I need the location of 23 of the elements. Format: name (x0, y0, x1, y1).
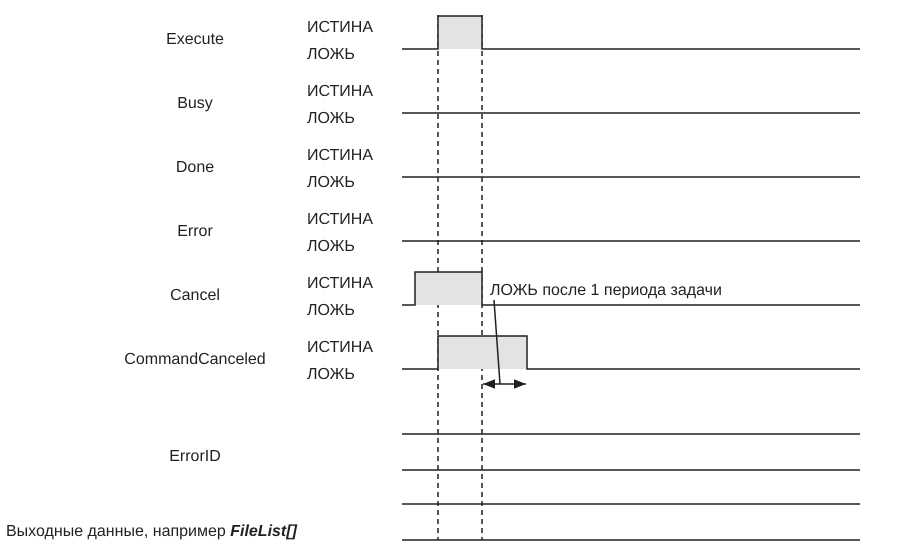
signal-name: Done (176, 159, 214, 177)
signal-name: Cancel (170, 287, 220, 305)
true-level-label: ИСТИНА (307, 147, 374, 165)
signal-name: Error (177, 223, 213, 241)
true-level-label: ИСТИНА (307, 275, 374, 293)
true-level-label: ИСТИНА (307, 211, 374, 229)
signal-name: Выходные данные, например FileList[] (6, 523, 297, 541)
false-level-label: ЛОЖЬ (307, 46, 355, 64)
callout-text: ЛОЖЬ после 1 периода задачи (490, 282, 722, 300)
false-level-label: ЛОЖЬ (307, 366, 355, 384)
false-level-label: ЛОЖЬ (307, 238, 355, 256)
false-level-label: ЛОЖЬ (307, 110, 355, 128)
leader-line (493, 300, 501, 384)
signal-name: CommandCanceled (124, 351, 266, 369)
double-arrow (483, 379, 526, 389)
false-level-label: ЛОЖЬ (307, 174, 355, 192)
true-level-label: ИСТИНА (307, 339, 374, 357)
signal-name: Execute (166, 31, 224, 49)
signal-name: ErrorID (169, 448, 221, 466)
true-level-label: ИСТИНА (307, 83, 374, 101)
false-level-label: ЛОЖЬ (307, 302, 355, 320)
true-level-label: ИСТИНА (307, 19, 374, 37)
signal-name: Busy (177, 95, 213, 113)
